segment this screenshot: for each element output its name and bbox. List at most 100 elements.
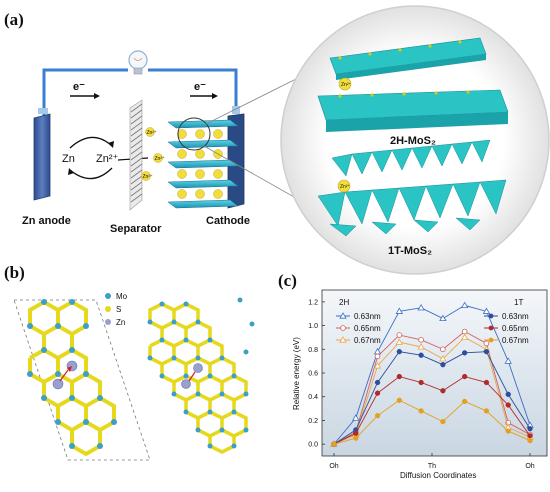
y-axis-label: Relative energy (eV) — [292, 337, 301, 410]
data-point — [440, 346, 446, 353]
y-tick-label: 0.4 — [308, 394, 318, 401]
series-line-1t-4 — [333, 376, 531, 445]
legend-title-2h: 2H — [339, 298, 349, 307]
separator-label: Separator — [110, 223, 162, 235]
data-point — [505, 428, 511, 434]
data-point — [504, 357, 512, 364]
data-point — [527, 433, 533, 439]
data-point — [439, 354, 447, 362]
panel-a: (a) e⁻ e⁻ Zn Zn²⁺ — [4, 5, 550, 275]
zn-positions — [52, 360, 78, 390]
x-axis: Oh Th Oh — [329, 453, 535, 470]
y-tick-label: 1.0 — [308, 323, 318, 330]
data-point — [483, 349, 490, 355]
data-point — [417, 343, 425, 350]
data-point — [527, 426, 533, 432]
zn-label: Zn — [62, 153, 75, 165]
legend-zn: Zn — [116, 318, 125, 327]
legend-title-1t: 1T — [514, 298, 523, 307]
separator — [129, 99, 143, 211]
data-point — [374, 379, 381, 386]
series-line-2h-1 — [333, 330, 531, 445]
series-layer — [330, 301, 534, 447]
data-point — [374, 390, 381, 396]
legend-entry-label: 0.65nm — [354, 324, 381, 333]
data-point — [353, 430, 359, 437]
legend-s: S — [116, 305, 121, 314]
structure-1t-label: 1T-MoS₂ — [388, 245, 432, 257]
data-point — [440, 362, 446, 368]
data-point — [527, 437, 533, 444]
data-point — [396, 332, 403, 338]
unit-cell-outline — [13, 299, 151, 461]
cathode-label: Cathode — [206, 215, 250, 227]
cycle-arrowhead-bottom — [68, 168, 74, 175]
data-point — [482, 307, 491, 314]
structure-2h-label: 2H-MoS₂ — [390, 135, 436, 147]
legend-entry-label: 0.63nm — [354, 312, 381, 321]
panel-b-label: (b) — [4, 263, 25, 282]
zn-ion-label: Zn²⁺ — [143, 174, 154, 180]
chart-legend: 2H 1T 0.63nm0.65nm0.67nm0.63nm0.65nm0.67… — [336, 298, 529, 345]
legend-marker — [488, 313, 494, 319]
data-point — [396, 349, 402, 355]
legend-mo: Mo — [116, 292, 128, 301]
data-point — [439, 314, 447, 322]
data-point — [418, 336, 424, 343]
legend-entry-label: 0.65nm — [502, 324, 529, 333]
data-point — [483, 340, 490, 347]
data-point — [353, 435, 359, 441]
anode-label: Zn anode — [22, 215, 71, 227]
data-point — [462, 398, 468, 405]
y-tick-label: 0.2 — [308, 418, 318, 425]
cycle-arrow-bottom — [69, 167, 113, 180]
legend-entry-label: 0.67nm — [502, 336, 529, 345]
zn2-label: Zn²⁺ — [96, 153, 119, 165]
data-point — [462, 350, 468, 356]
cycle-arrow-top — [69, 136, 113, 149]
electron-arrowhead-left — [94, 93, 100, 99]
lattice-1t-view — [148, 302, 248, 454]
x-axis-label: Diffusion Coordinates — [400, 471, 476, 480]
data-point — [374, 413, 381, 419]
y-tick-label: 0.0 — [308, 442, 318, 449]
legend-marker — [339, 336, 347, 343]
series-line-1t-3 — [333, 351, 531, 445]
electron-label-left: e⁻ — [73, 81, 85, 93]
data-point — [373, 362, 382, 369]
x-tick-label: Th — [428, 463, 436, 470]
data-point — [505, 402, 511, 408]
electron-arrowhead-right — [212, 93, 218, 99]
legend-entry-label: 0.67nm — [354, 336, 381, 345]
zn-ion-label: Zn²⁺ — [147, 130, 158, 136]
legend-marker — [340, 325, 346, 331]
data-point — [396, 373, 402, 380]
legend-marker — [488, 337, 494, 343]
zn-ion-label: Zn²⁺ — [155, 156, 166, 162]
legend-marker — [488, 325, 494, 331]
x-tick-label: Oh — [329, 463, 338, 470]
data-point — [483, 379, 490, 386]
zn-ions-transit: Zn²⁺ Zn²⁺ Zn²⁺ — [141, 127, 166, 181]
data-point — [505, 391, 511, 397]
y-axis: 0.00.20.40.60.81.01.2 — [308, 299, 325, 449]
data-point — [440, 418, 446, 425]
data-point — [462, 373, 468, 380]
hexagonal-lattice-top — [28, 299, 116, 457]
cycle-arrowhead-top — [108, 141, 114, 148]
series-line-2h-0 — [333, 304, 531, 445]
data-point — [396, 397, 402, 403]
zn-anode — [33, 108, 51, 201]
legend-marker — [339, 312, 347, 319]
mo-atoms-1t — [147, 297, 255, 449]
y-tick-label: 0.8 — [308, 347, 318, 354]
electron-label-right: e⁻ — [194, 81, 206, 93]
zoom-circle — [177, 117, 211, 151]
zn-ion-2h-label: Zn²⁺ — [341, 82, 352, 88]
panel-b: (b) — [4, 263, 255, 461]
data-point — [417, 303, 425, 311]
data-point — [395, 338, 404, 345]
x-tick-label: Oh — [525, 463, 534, 470]
